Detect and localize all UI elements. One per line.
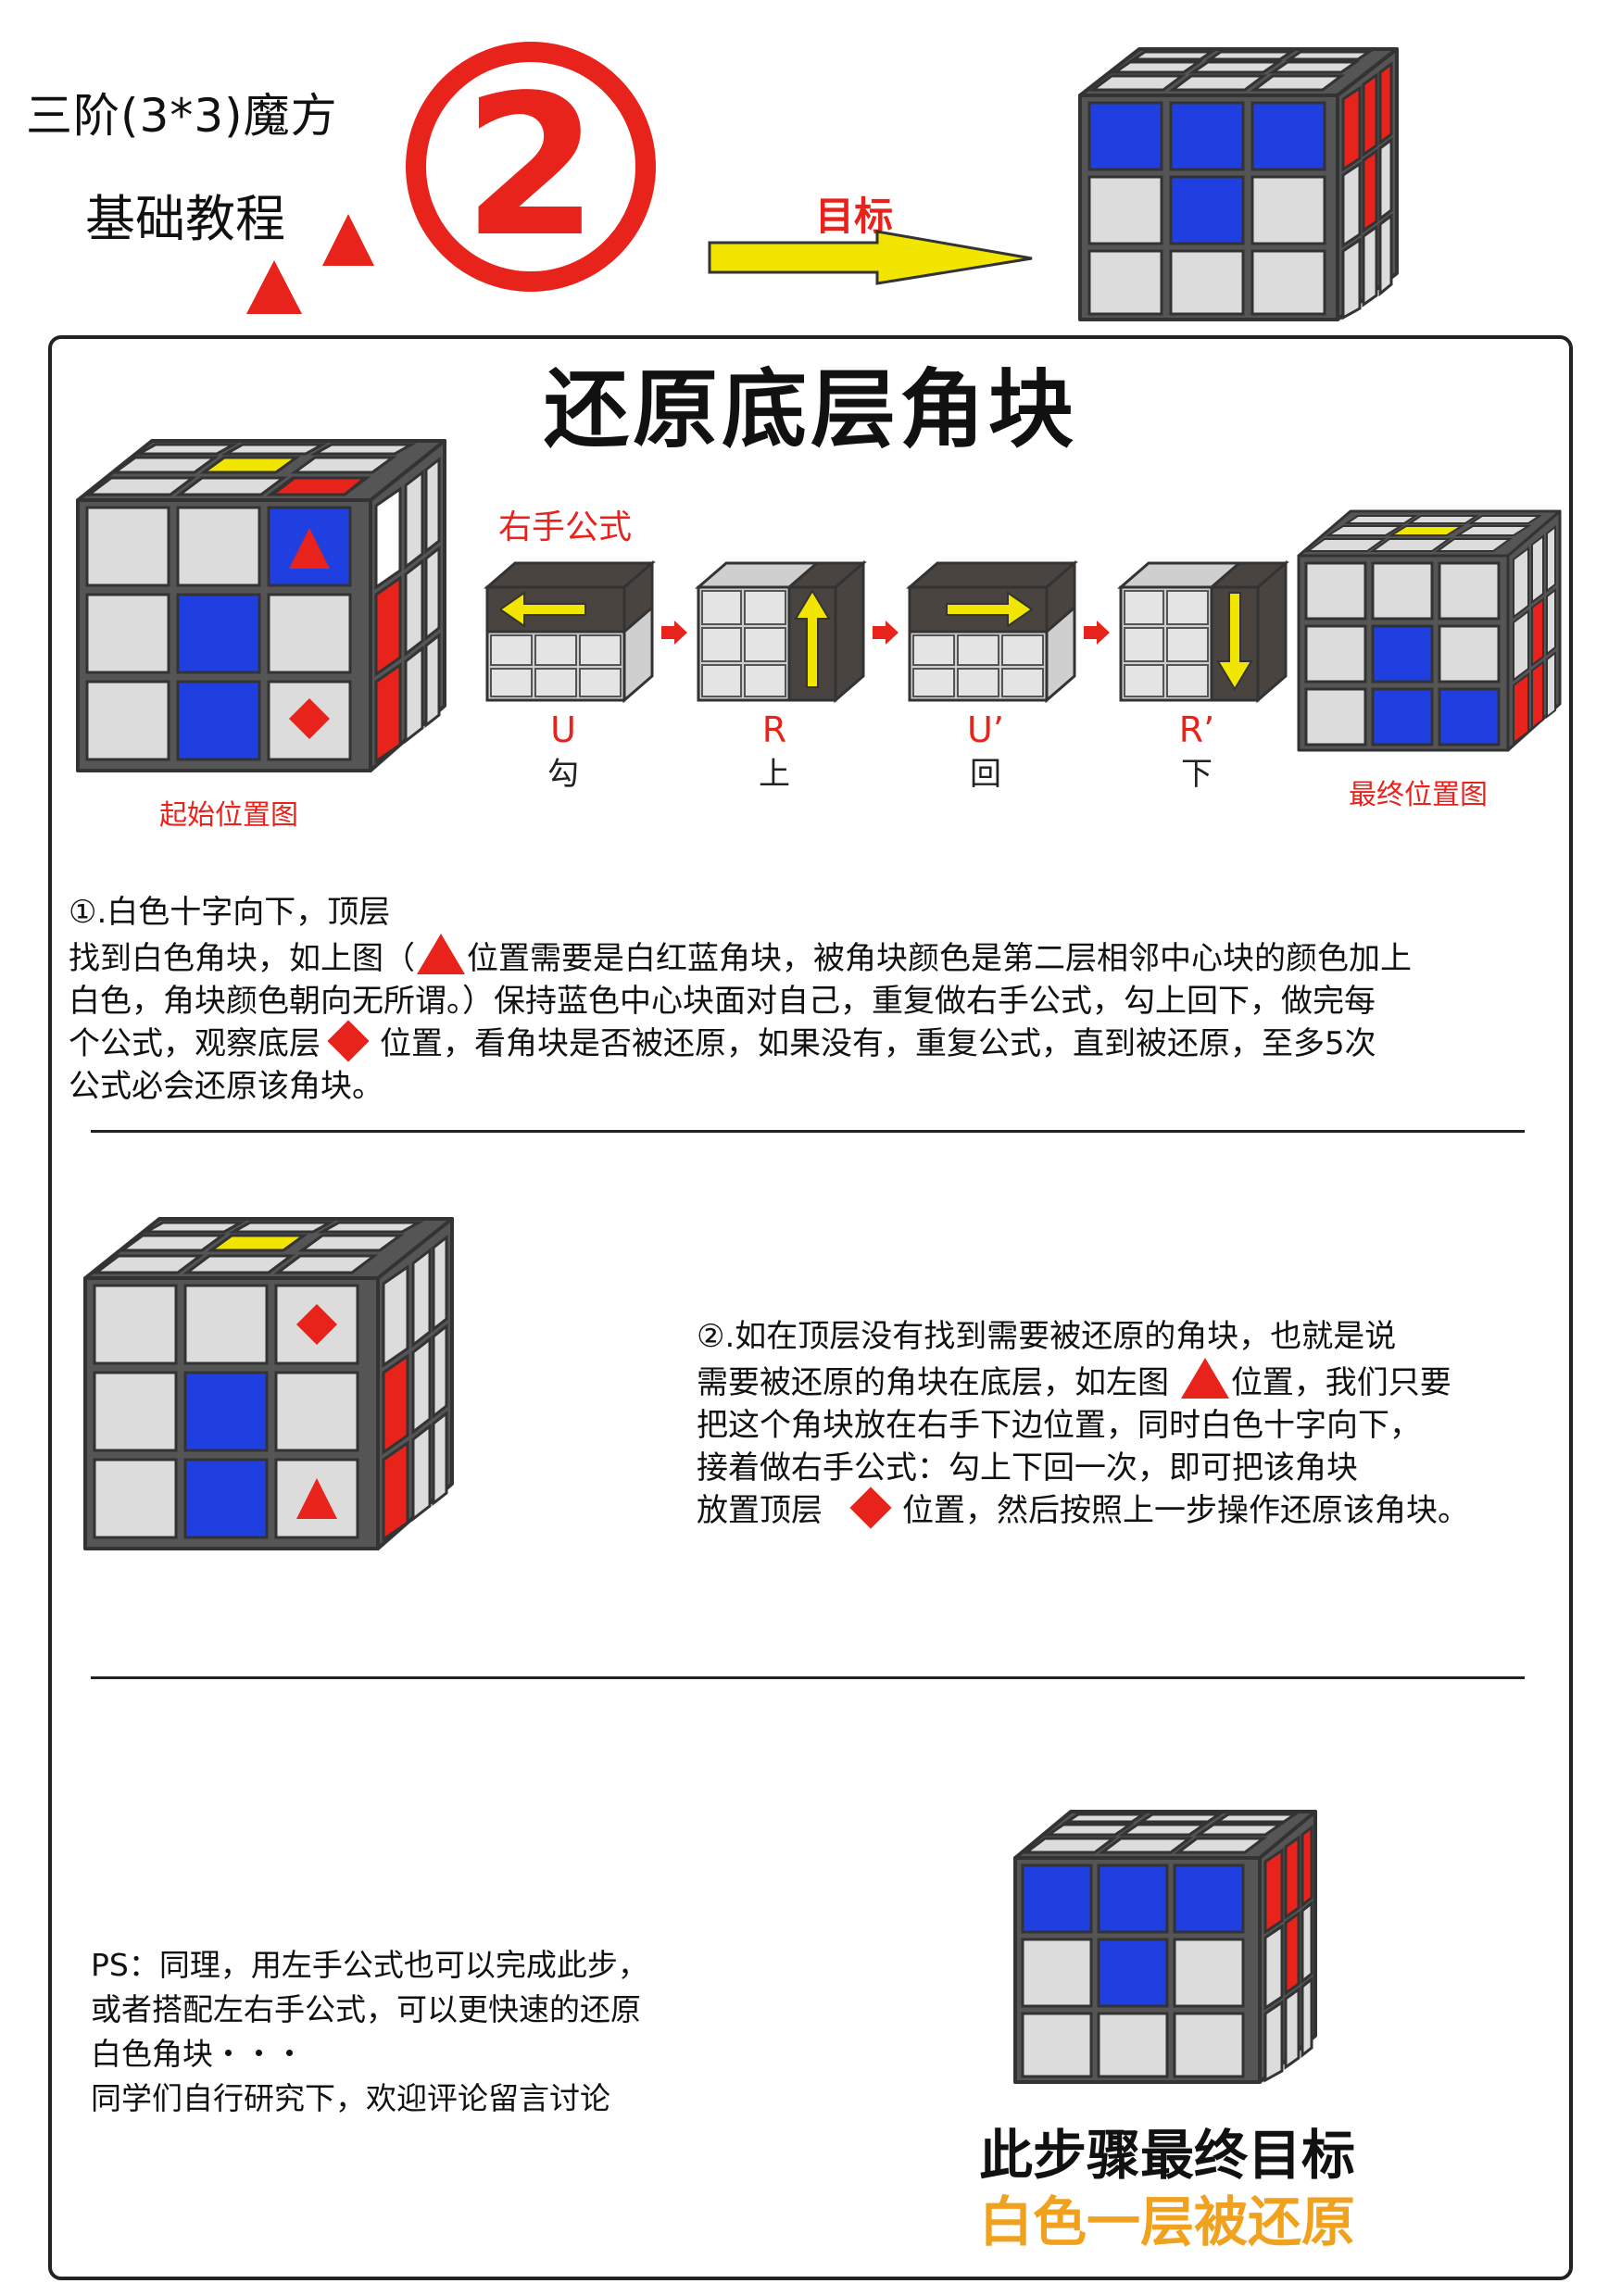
diamond-marker-icon: [327, 1020, 370, 1062]
ps-line-4: 同学们自行研究下，欢迎评论留言讨论: [91, 2080, 610, 2116]
step2-line-5b: 位置，然后按照上一步操作还原该角块。: [902, 1492, 1469, 1529]
section-divider: [91, 1130, 1525, 1133]
step1-instructions: ①.白色十字向下，顶层 找到白色角块，如上图（ 位置需要是白红蓝角块，被角块颜色是…: [69, 891, 1569, 1108]
final-goal-subtitle: 白色一层被还原: [978, 2190, 1355, 2253]
section-heading: 还原底层角块: [543, 360, 1077, 459]
start-position-cube: [76, 439, 446, 772]
step1-line-1: ①.白色十字向下，顶层: [69, 894, 391, 931]
diamond-marker-icon: [849, 1487, 892, 1529]
arrow-right-icon: [661, 621, 687, 645]
final-goal-cube: [1013, 1810, 1317, 2084]
ps-note: PS：同理，用左手公式也可以完成此步， 或者搭配左右手公式，可以更快速的还原 白…: [91, 1943, 648, 2121]
final-goal-title: 此步骤最终目标: [978, 2124, 1355, 2187]
step2-line-5: 放置顶层 位置，然后按照上一步操作还原该角块。: [697, 1487, 1567, 1532]
final-position-cube: [1297, 509, 1562, 752]
tutorial-subtitle: 基础教程: [85, 190, 285, 248]
arrow-right-icon: [873, 621, 898, 645]
ps-line-2: 或者搭配左右手公式，可以更快速的还原: [91, 1991, 641, 2027]
ps-line-1: PS：同理，用左手公式也可以完成此步，: [91, 1947, 648, 1983]
triangle-marker-icon: [417, 934, 465, 974]
move-meaning-r-prime: 下: [1181, 756, 1213, 793]
step2-line-5a: 放置顶层: [697, 1492, 823, 1529]
goal-arrow-icon: [708, 230, 1033, 285]
step2-line-2a: 需要被还原的角块在底层，如左图: [697, 1364, 1169, 1401]
step2-line-1: ②.如在顶层没有找到需要被还原的角块，也就是说: [697, 1318, 1397, 1355]
step2-instructions: ②.如在顶层没有找到需要被还原的角块，也就是说 需要被还原的角块在底层，如左图 …: [697, 1315, 1567, 1532]
final-position-caption: 最终位置图: [1349, 779, 1488, 811]
step1-line-4a: 个公式，观察底层: [69, 1025, 320, 1062]
step2-line-2: 需要被还原的角块在底层，如左图 位置，我们只要: [697, 1358, 1567, 1404]
goal-cube-image: [1078, 47, 1399, 321]
ps-line-3: 白色角块・・・: [91, 2036, 305, 2072]
move-meaning-u-prime: 回: [970, 756, 1001, 793]
move-u-cube: [484, 559, 656, 704]
step2-line-2b: 位置，我们只要: [1230, 1364, 1451, 1401]
content-panel: [48, 335, 1573, 2280]
move-meaning-u: 勾: [547, 756, 579, 793]
formula-title: 右手公式: [498, 508, 633, 546]
move-notation-u-prime: U’: [967, 709, 1004, 750]
move-notation-r-prime: R’: [1178, 709, 1215, 750]
step-number-badge: 2: [406, 42, 656, 292]
move-notation-u: U: [550, 709, 576, 750]
step1-line-4: 个公式，观察底层 位置，看角块是否被还原，如果没有，重复公式，直到被还原，至多5次: [69, 1020, 1569, 1065]
step1-line-4b: 位置，看角块是否被还原，如果没有，重复公式，直到被还原，至多5次: [380, 1025, 1376, 1062]
move-meaning-r: 上: [759, 756, 790, 793]
red-triangles-decoration: [246, 214, 374, 314]
step1-line-2b: 位置需要是白红蓝角块，被角块颜色是第二层相邻中心块的颜色加上: [467, 940, 1412, 977]
tutorial-title: 三阶(3*3)魔方: [26, 89, 338, 143]
section-divider: [91, 1676, 1525, 1679]
step1-line-5: 公式必会还原该角块。: [69, 1068, 383, 1105]
arrow-right-icon: [1084, 621, 1110, 645]
start-position-caption: 起始位置图: [159, 799, 298, 832]
step2-line-3: 把这个角块放在右手下边位置，同时白色十字向下，: [697, 1407, 1421, 1444]
move-notation-r: R: [761, 709, 787, 750]
step2-cube: [83, 1217, 454, 1550]
move-r-cube: [695, 559, 867, 704]
step1-line-2: 找到白色角块，如上图（ 位置需要是白红蓝角块，被角块颜色是第二层相邻中心块的颜色加…: [69, 934, 1569, 980]
step1-line-3: 白色，角块颜色朝向无所谓。）保持蓝色中心块面对自己，重复做右手公式，勾上回下，做…: [69, 983, 1376, 1020]
triangle-marker-icon: [1180, 1358, 1229, 1399]
step1-line-2a: 找到白色角块，如上图（: [69, 940, 415, 977]
move-r-prime-cube: [1117, 559, 1289, 704]
step2-line-4: 接着做右手公式：勾上下回一次，即可把该角块: [697, 1449, 1358, 1487]
move-u-prime-cube: [906, 559, 1078, 704]
